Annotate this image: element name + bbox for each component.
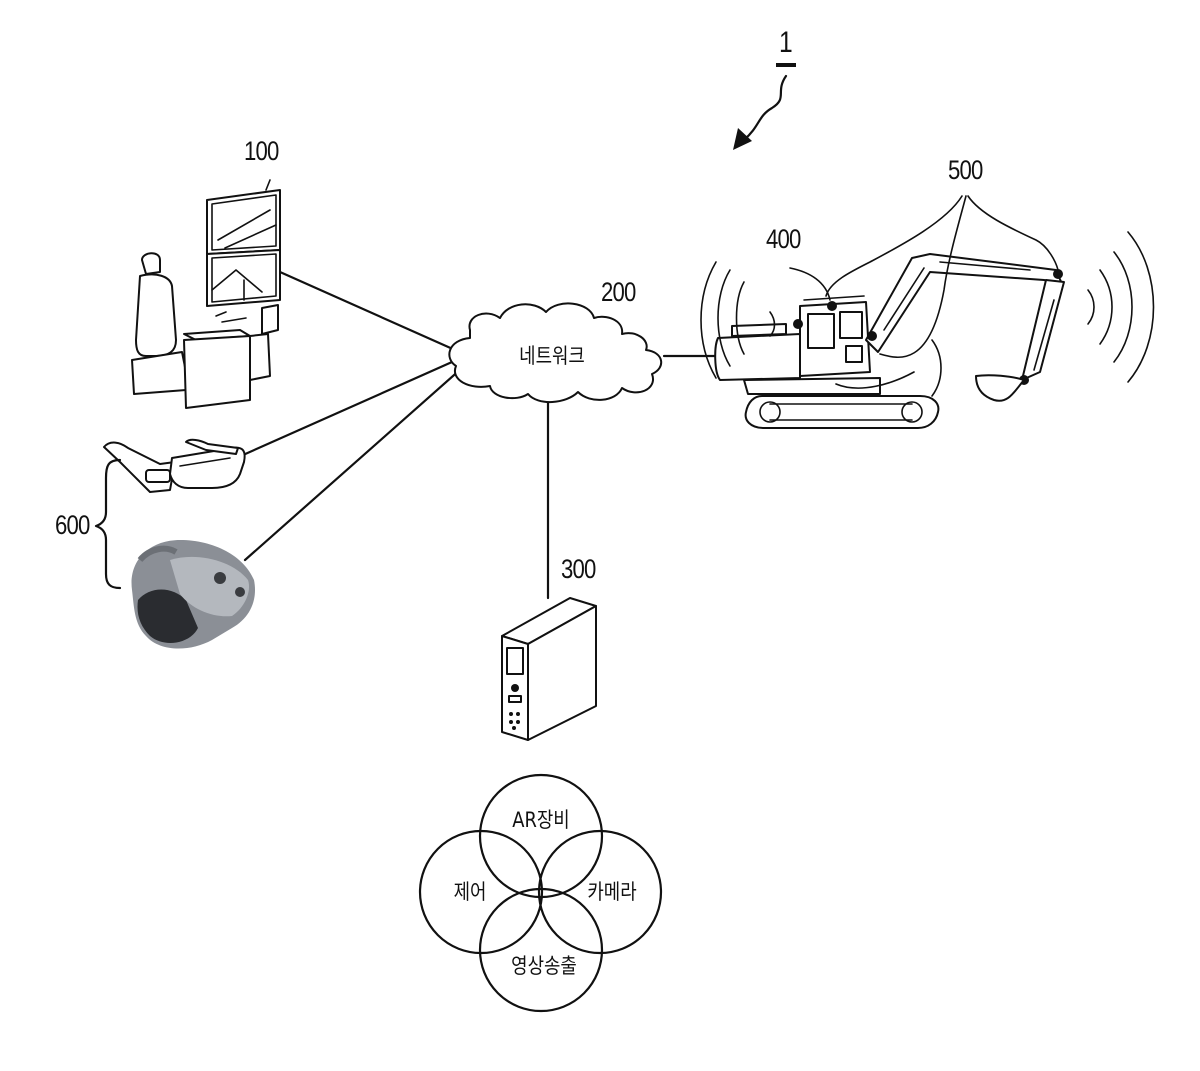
network-text: 네트워크 bbox=[519, 346, 585, 367]
ar-devices-label: 600 bbox=[55, 512, 89, 539]
function-camera: 카메라 bbox=[587, 882, 636, 903]
system-label: 1 bbox=[779, 28, 792, 58]
control-station-label: 100 bbox=[244, 138, 278, 165]
function-control: 제어 bbox=[454, 882, 487, 903]
vr-headset-icon bbox=[132, 540, 255, 649]
excavator-sensors-label: 500 bbox=[948, 157, 982, 184]
remote-control-station-icon bbox=[132, 180, 280, 408]
server-icon bbox=[502, 598, 596, 740]
ar-devices-brace bbox=[96, 460, 120, 588]
server-label: 300 bbox=[561, 556, 595, 583]
ar-glasses-icon bbox=[104, 440, 245, 492]
excavator-cab-label: 400 bbox=[766, 226, 800, 253]
network-label: 200 bbox=[601, 279, 635, 306]
system-arrow bbox=[733, 65, 796, 150]
function-ar-equipment: AR장비 bbox=[512, 810, 569, 831]
function-video-transmission: 영상송출 bbox=[511, 956, 577, 977]
